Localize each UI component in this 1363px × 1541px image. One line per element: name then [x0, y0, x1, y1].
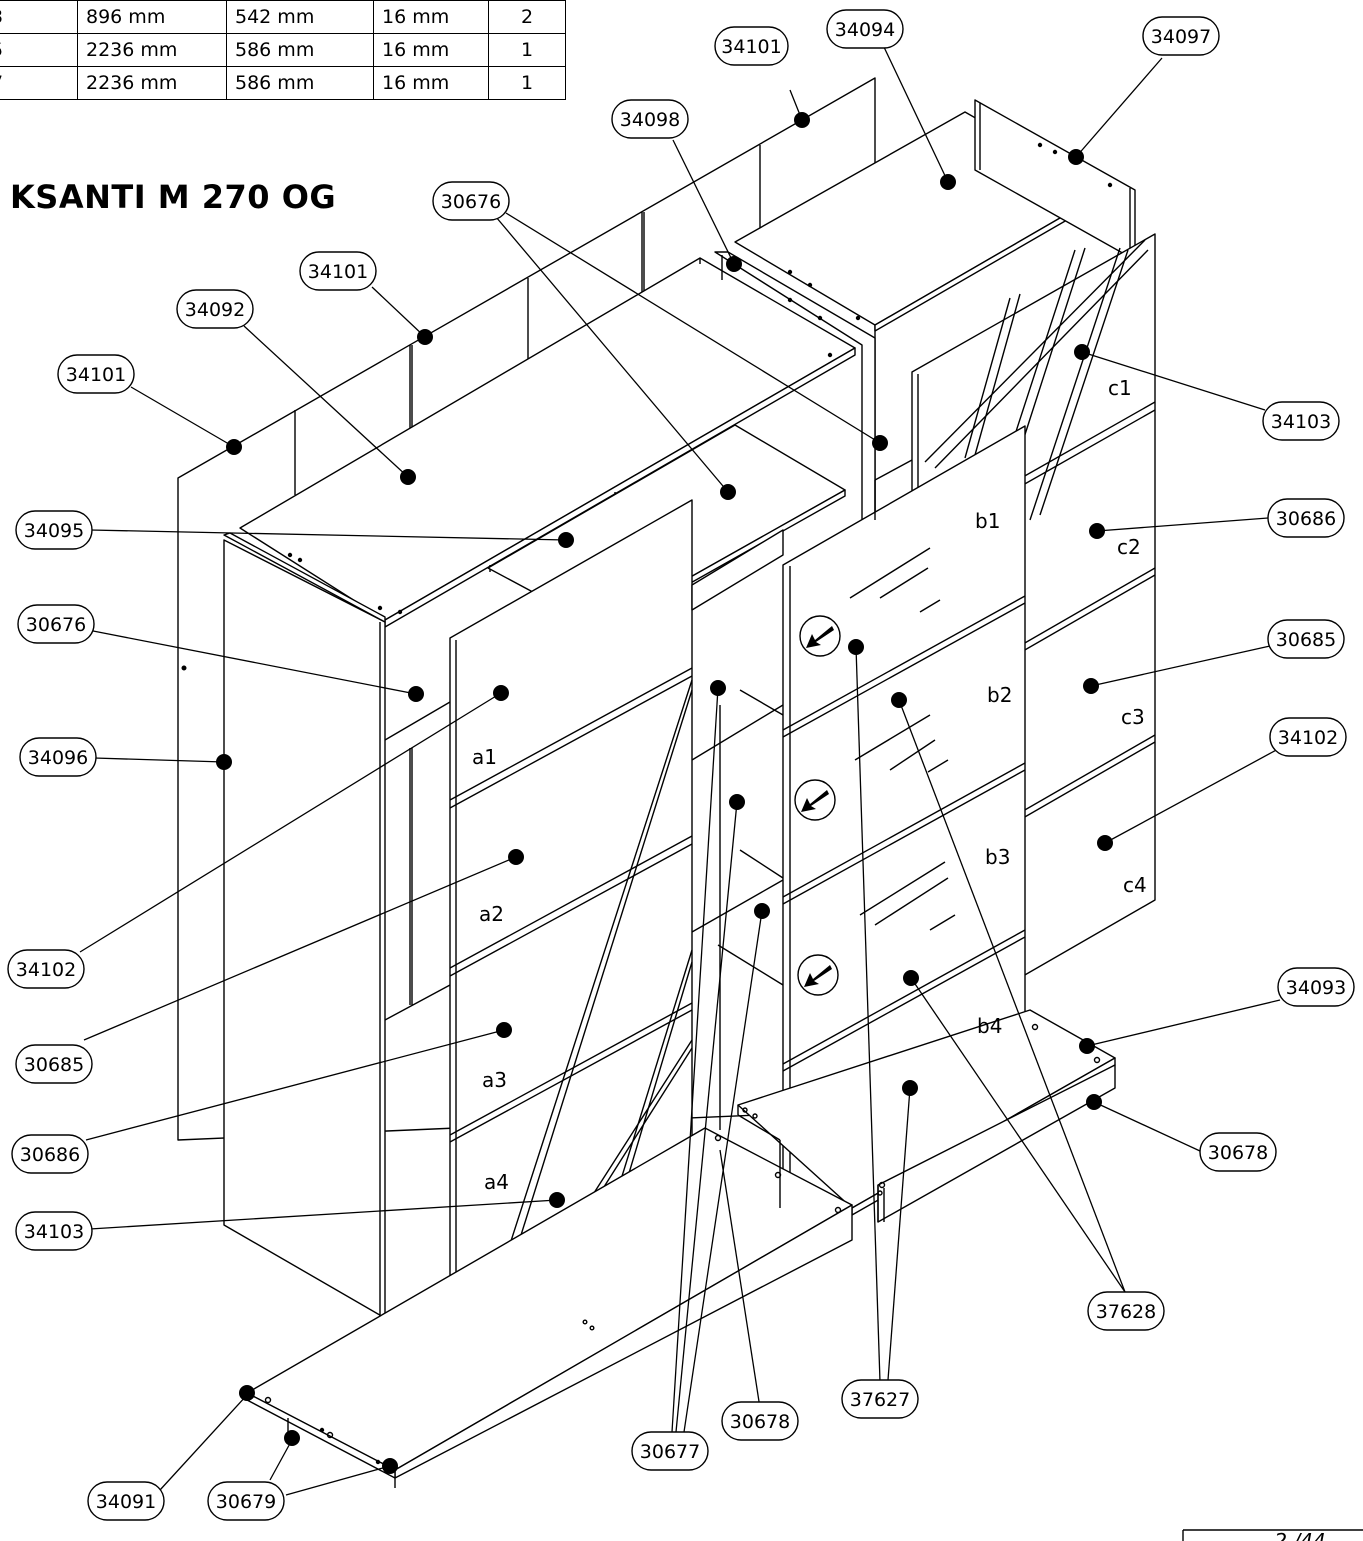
callout-label: 34103	[24, 1221, 84, 1243]
callout-label: 34092	[185, 299, 245, 321]
left-side-panel	[223, 532, 386, 1319]
table-cell: 7	[0, 66, 78, 100]
panel-labels: a1 a2 a3 a4 b1 b2 b3 b4 c1 c2 c3 c4	[472, 376, 1147, 1194]
callout-34098: 34098	[611, 99, 689, 139]
table-cell: 2236 mm	[77, 66, 227, 100]
callouts: 34101 34094 34097 34098 30676 34101 3409…	[7, 9, 1355, 1521]
arrow-icon	[794, 779, 836, 821]
left-base	[246, 1127, 853, 1488]
arrow-icon	[797, 954, 839, 996]
callout-label: 34098	[620, 109, 680, 131]
callout-label: 34096	[28, 747, 88, 769]
callout-30686-left: 30686	[11, 1134, 89, 1174]
callout-30678-right: 30678	[1199, 1132, 1277, 1172]
callout-label: 34097	[1151, 26, 1211, 48]
table-cell: 586 mm	[226, 66, 374, 100]
arrow-icon	[799, 615, 841, 657]
parts-table: 3 896 mm 542 mm 16 mm 2 5 2236 mm 586 mm…	[0, 0, 566, 100]
callout-34101-left: 34101	[57, 354, 135, 394]
callout-label: 34095	[24, 520, 84, 542]
table-cell: 586 mm	[226, 33, 374, 67]
inner-shelves	[691, 459, 913, 1130]
callout-30685-right: 30685	[1267, 619, 1345, 659]
right-base	[737, 1009, 1116, 1223]
left-inner-divider	[384, 701, 451, 1021]
callout-34093: 34093	[1277, 967, 1355, 1007]
callout-30679: 30679	[207, 1481, 285, 1521]
table-row: 5 2236 mm 586 mm 16 mm 1	[0, 33, 566, 67]
callout-label: 30678	[1208, 1142, 1268, 1164]
callout-30685-left: 30685	[15, 1044, 93, 1084]
panel-label-a4: a4	[484, 1170, 509, 1194]
panel-label-b3: b3	[985, 845, 1010, 869]
callout-37628: 37628	[1087, 1291, 1165, 1331]
callout-34097: 34097	[1142, 16, 1220, 56]
callout-34095: 34095	[15, 510, 93, 550]
callout-34103-right: 34103	[1262, 401, 1340, 441]
callout-label: 34101	[308, 261, 368, 283]
panel-label-b4: b4	[977, 1014, 1002, 1038]
callout-30678-bottom: 30678	[721, 1401, 799, 1441]
callout-34094: 34094	[826, 9, 904, 49]
panel-label-a3: a3	[482, 1068, 507, 1092]
table-cell: 16 mm	[373, 33, 489, 67]
table-cell: 1	[488, 33, 566, 67]
panel-label-c2: c2	[1117, 535, 1141, 559]
callout-label: 30676	[26, 614, 86, 636]
callout-34102-left: 34102	[7, 949, 85, 989]
callout-34091: 34091	[87, 1481, 165, 1521]
callout-34102-right: 34102	[1269, 717, 1347, 757]
callout-label: 37628	[1096, 1301, 1156, 1323]
callout-30677: 30677	[631, 1431, 709, 1471]
callout-label: 34102	[1278, 727, 1338, 749]
panel-label-a1: a1	[472, 745, 497, 769]
page-number-box: 2 /44	[1182, 1529, 1363, 1541]
panel-label-c4: c4	[1123, 873, 1147, 897]
table-cell: 1	[488, 66, 566, 100]
callout-label: 34101	[66, 364, 126, 386]
callout-label: 34091	[96, 1491, 156, 1513]
callout-label: 34101	[721, 36, 781, 58]
callout-34096: 34096	[19, 737, 97, 777]
callout-label: 34102	[16, 959, 76, 981]
callout-34101-top: 34101	[714, 26, 789, 66]
callout-label: 30686	[20, 1144, 80, 1166]
page-title: KSANTI M 270 OG	[10, 178, 337, 216]
table-cell: 16 mm	[373, 66, 489, 100]
table-cell: 16 mm	[373, 0, 489, 34]
panel-label-b2: b2	[987, 683, 1012, 707]
callout-label: 30686	[1276, 508, 1336, 530]
callout-label: 30679	[216, 1491, 276, 1513]
callout-label: 34103	[1271, 411, 1331, 433]
left-door-stack	[449, 499, 693, 1307]
table-row: 7 2236 mm 586 mm 16 mm 1	[0, 66, 566, 100]
callout-37627: 37627	[841, 1379, 919, 1419]
marker-dots	[216, 112, 1113, 1474]
panel-label-b1: b1	[975, 509, 1000, 533]
callout-34103-left: 34103	[15, 1211, 93, 1251]
panel-label-c1: c1	[1108, 376, 1132, 400]
callout-label: 30678	[730, 1411, 790, 1433]
callout-30676-top: 30676	[432, 181, 510, 221]
panel-label-a2: a2	[479, 902, 504, 926]
callout-30686-right: 30686	[1267, 498, 1345, 538]
callout-label: 37627	[850, 1389, 910, 1411]
panel-label-c3: c3	[1121, 705, 1145, 729]
callout-34092: 34092	[176, 289, 254, 329]
callout-label: 30677	[640, 1441, 700, 1463]
callout-label: 30685	[1276, 629, 1336, 651]
page-number: 2 /44	[1274, 1529, 1325, 1541]
callout-34101-mid: 34101	[299, 251, 377, 291]
callout-label: 30676	[441, 191, 501, 213]
leader-lines	[79, 44, 1281, 1496]
callout-label: 34093	[1286, 977, 1346, 999]
callout-30676-left: 30676	[17, 604, 95, 644]
callout-label: 30685	[24, 1054, 84, 1076]
callout-label: 34094	[835, 19, 895, 41]
